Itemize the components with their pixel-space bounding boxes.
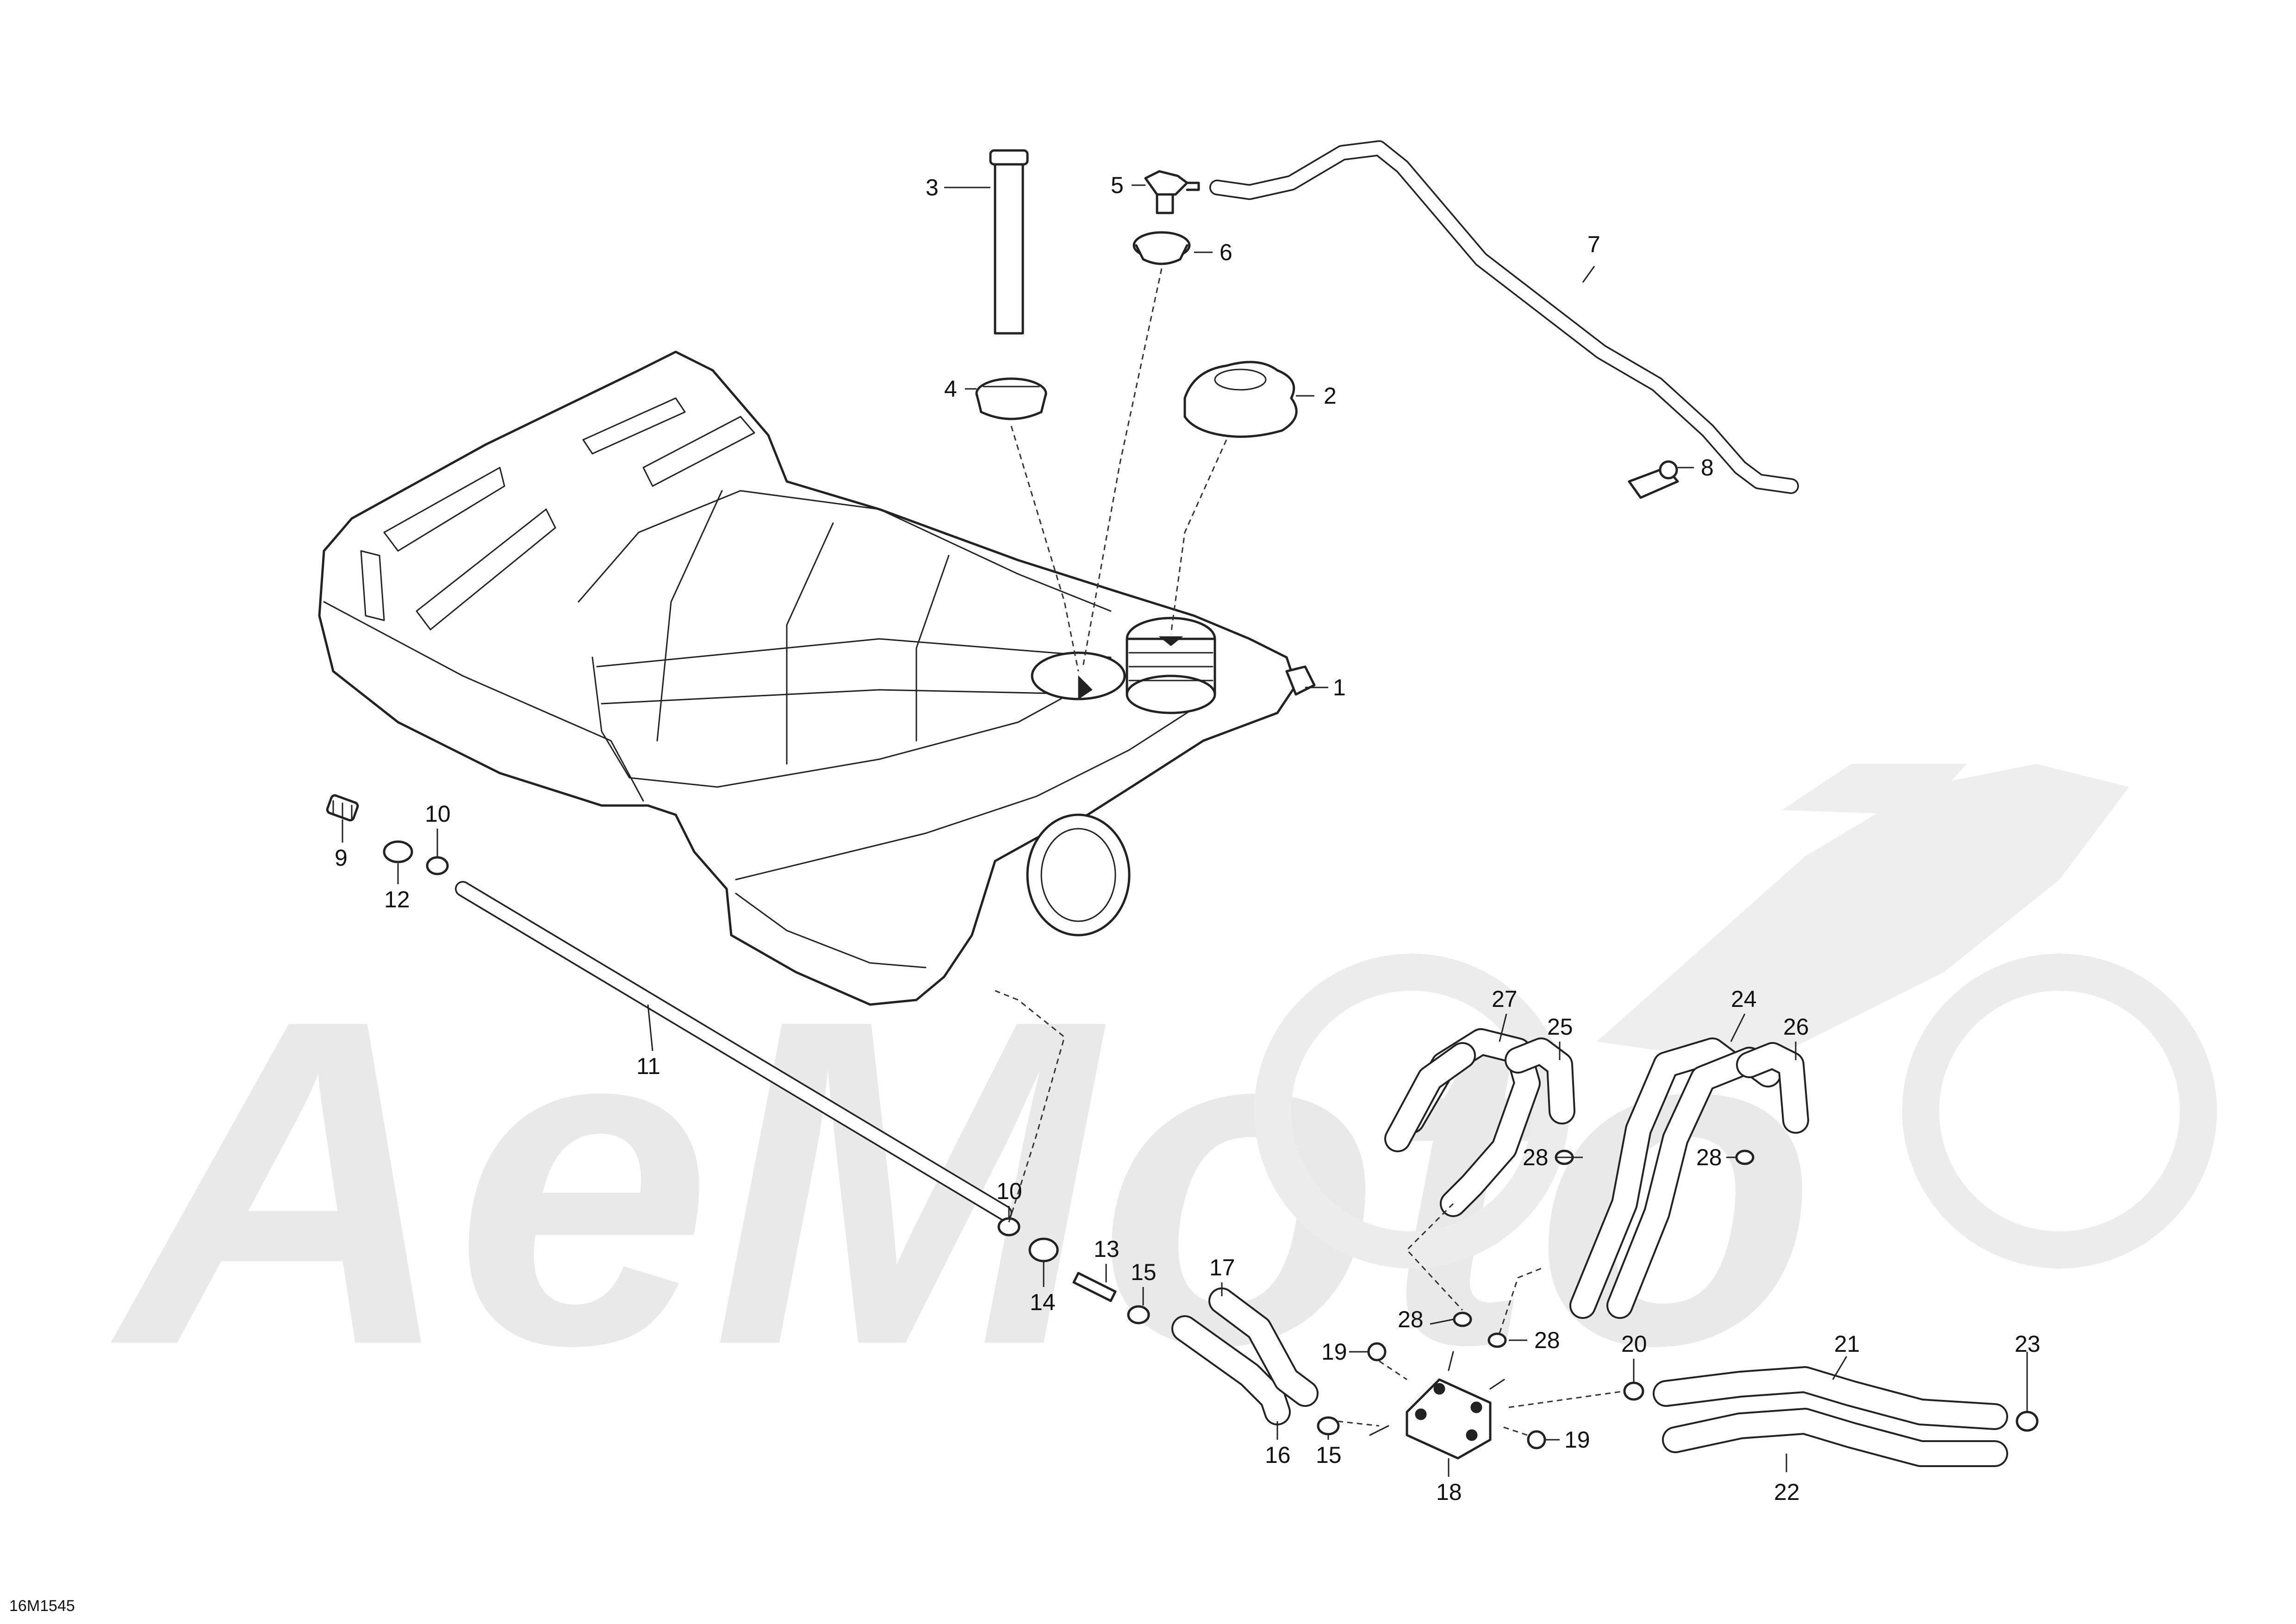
clamp-20 (1623, 1381, 1644, 1401)
callout-18: 18 (1436, 1479, 1462, 1505)
leader-lines (342, 184, 2028, 1477)
callout-7: 7 (1587, 231, 1600, 257)
callout-28-left: 28 (1523, 1144, 1549, 1170)
clamp-28d (1487, 1332, 1507, 1348)
vacuum-hoses-24-26 (1569, 1037, 1809, 1319)
grommet-6 (1132, 231, 1191, 265)
fuel-hose-21 (1653, 1366, 2008, 1430)
callout-27: 27 (1492, 986, 1518, 1012)
clamp-15a (1127, 1305, 1150, 1324)
callout-21: 21 (1834, 1331, 1860, 1357)
watermark-motorcycle-body (1597, 764, 2129, 1065)
callout-17: 17 (1209, 1255, 1235, 1280)
callout-20: 20 (1621, 1331, 1647, 1357)
clamp-23 (2016, 1411, 2039, 1432)
callout-13: 13 (1094, 1236, 1120, 1262)
locking-ring (975, 377, 1047, 420)
drain-fitting (326, 794, 359, 822)
clamp-10a (426, 856, 449, 875)
callout-28-pump-left: 28 (1398, 1306, 1424, 1332)
hose-clip (1628, 460, 1679, 499)
nut-19b (1527, 1430, 1546, 1449)
callout-25: 25 (1547, 1014, 1573, 1040)
callout-26: 26 (1783, 1014, 1809, 1040)
callout-11: 11 (636, 1053, 660, 1079)
fuel-hose-22 (1662, 1408, 2008, 1467)
callouts: 1 2 3 4 5 6 7 8 9 10 11 12 10 14 13 15 1… (335, 172, 2041, 1505)
callout-22: 22 (1774, 1479, 1800, 1505)
watermark-wheel-right (1902, 954, 2217, 1268)
watermark-motorcycle-seat (1782, 764, 1967, 815)
clamp-28c (1453, 1312, 1472, 1327)
fuel-cap (1183, 361, 1298, 438)
callout-6: 6 (1220, 239, 1232, 265)
callout-12: 12 (384, 887, 410, 912)
callout-8: 8 (1701, 455, 1714, 481)
callout-15-lower: 15 (1316, 1442, 1342, 1468)
callout-4: 4 (944, 376, 957, 402)
fuel-tank (318, 350, 1316, 1006)
callout-23: 23 (2015, 1331, 2041, 1357)
grommet-14 (1028, 1237, 1059, 1262)
vacuum-hoses-25-27 (1384, 1028, 1575, 1217)
callout-28-pump-right: 28 (1534, 1327, 1560, 1353)
sender-tube (989, 149, 1029, 335)
clamp-28b (1735, 1149, 1755, 1165)
callout-3: 3 (926, 175, 939, 200)
assembly-lines (995, 268, 1625, 1436)
callout-5: 5 (1111, 172, 1124, 198)
fuel-pump (1369, 1351, 1505, 1460)
clamp-15b (1317, 1416, 1340, 1436)
drain-hose (455, 881, 1012, 1221)
fuel-hose-16-17 (1171, 1287, 1319, 1425)
callout-19-upper: 19 (1321, 1339, 1347, 1365)
clamp-10b (997, 1217, 1020, 1237)
drawing-code: 16M1545 (9, 1597, 75, 1615)
watermark: AeMoto (106, 463, 2217, 1441)
callout-19-lower: 19 (1564, 1427, 1590, 1453)
outlet-fitting (1072, 1272, 1117, 1302)
rollover-valve (1144, 170, 1200, 214)
callout-10-lower: 10 (996, 1178, 1022, 1204)
vent-hose (1209, 140, 1799, 494)
grommet-12 (383, 840, 413, 863)
callout-10-upper: 10 (425, 801, 451, 827)
callout-1: 1 (1333, 675, 1346, 700)
callout-28-right: 28 (1696, 1144, 1722, 1170)
callout-24: 24 (1731, 986, 1757, 1012)
callout-15-upper: 15 (1131, 1259, 1157, 1285)
callout-14: 14 (1030, 1289, 1056, 1315)
callout-9: 9 (335, 845, 348, 871)
callout-16: 16 (1265, 1442, 1291, 1468)
nut-19a (1367, 1342, 1387, 1362)
callout-2: 2 (1324, 383, 1337, 409)
